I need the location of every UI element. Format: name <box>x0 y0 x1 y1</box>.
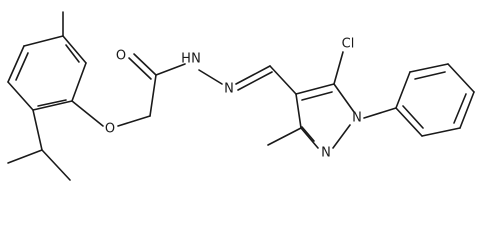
bond-n-n <box>198 69 223 85</box>
bond-ring1-double-3 <box>15 52 29 81</box>
bond-c5-cl <box>333 51 344 85</box>
bond-ring2-d <box>459 91 475 129</box>
bond-isopropyl-2 <box>41 149 71 181</box>
bond-carbonyl-2 <box>128 57 152 80</box>
bond-ring1-d <box>7 81 34 111</box>
bond-ring2-b <box>409 63 449 73</box>
bond-pyrazole-c4-c5-double <box>301 91 333 101</box>
bond-ring2-a <box>395 71 411 109</box>
bond-ring1-a <box>62 35 87 64</box>
bond-pyrazole-c5-n1 <box>333 83 355 113</box>
bond-pyrazole-c4-c5 <box>295 83 335 95</box>
atom-label-imine-nitrogen: N <box>224 82 234 97</box>
bond-isopropyl-3 <box>7 149 43 164</box>
bond-ring-to-o <box>71 100 104 127</box>
bond-ring1-c <box>32 100 73 111</box>
bond-ring2-double-1 <box>414 71 446 80</box>
atom-label-chlorine: Cl <box>342 37 355 52</box>
bond-ring2-e <box>421 127 461 137</box>
bond-pyrazole-n1-n2 <box>332 124 351 149</box>
bond-ring1-e <box>7 45 25 83</box>
bond-n1-phenyl <box>363 107 397 119</box>
atom-label-pyrazole-n1: N <box>352 111 362 126</box>
bond-ring2-c <box>447 63 475 93</box>
bond-n-ch-2 <box>237 71 273 91</box>
bond-ch-to-pyrazole <box>269 65 297 95</box>
atom-label-nh-nitrogen: N <box>191 52 201 67</box>
atom-labels: O O H N N Cl N N <box>105 37 362 161</box>
bond-isopropyl-1 <box>32 109 43 151</box>
bonds <box>7 11 475 181</box>
bond-c3-methyl <box>267 127 302 146</box>
atom-label-nh-hydrogen: H <box>181 52 191 67</box>
bond-carbonyl-1 <box>133 53 157 76</box>
atom-label-carbonyl-oxygen: O <box>116 49 126 64</box>
chemical-structure-diagram: O O H N N Cl N N <box>7 11 475 181</box>
bond-ring2-f <box>395 107 423 137</box>
bond-n-ch-1 <box>235 65 271 85</box>
bond-ch2-to-carbonyl <box>149 74 157 117</box>
bond-ring1-f <box>23 35 64 47</box>
bond-ring1-b <box>71 62 87 102</box>
bond-ring1-double-1 <box>65 44 80 63</box>
bond-ring2-double-2 <box>453 93 467 124</box>
bond-o-to-ch2 <box>117 115 151 127</box>
bond-carbonyl-to-nh <box>155 63 186 76</box>
bond-pyrazole-n2-c3-double <box>301 126 315 142</box>
bond-ring2-double-3 <box>402 105 424 129</box>
bond-ring1-double-2 <box>37 99 67 107</box>
bond-pyrazole-c3-c4 <box>295 93 302 129</box>
atom-label-ether-oxygen: O <box>105 122 115 137</box>
bond-pyrazole-n2-c3 <box>300 127 319 149</box>
atom-label-pyrazole-n2: N <box>321 146 331 161</box>
